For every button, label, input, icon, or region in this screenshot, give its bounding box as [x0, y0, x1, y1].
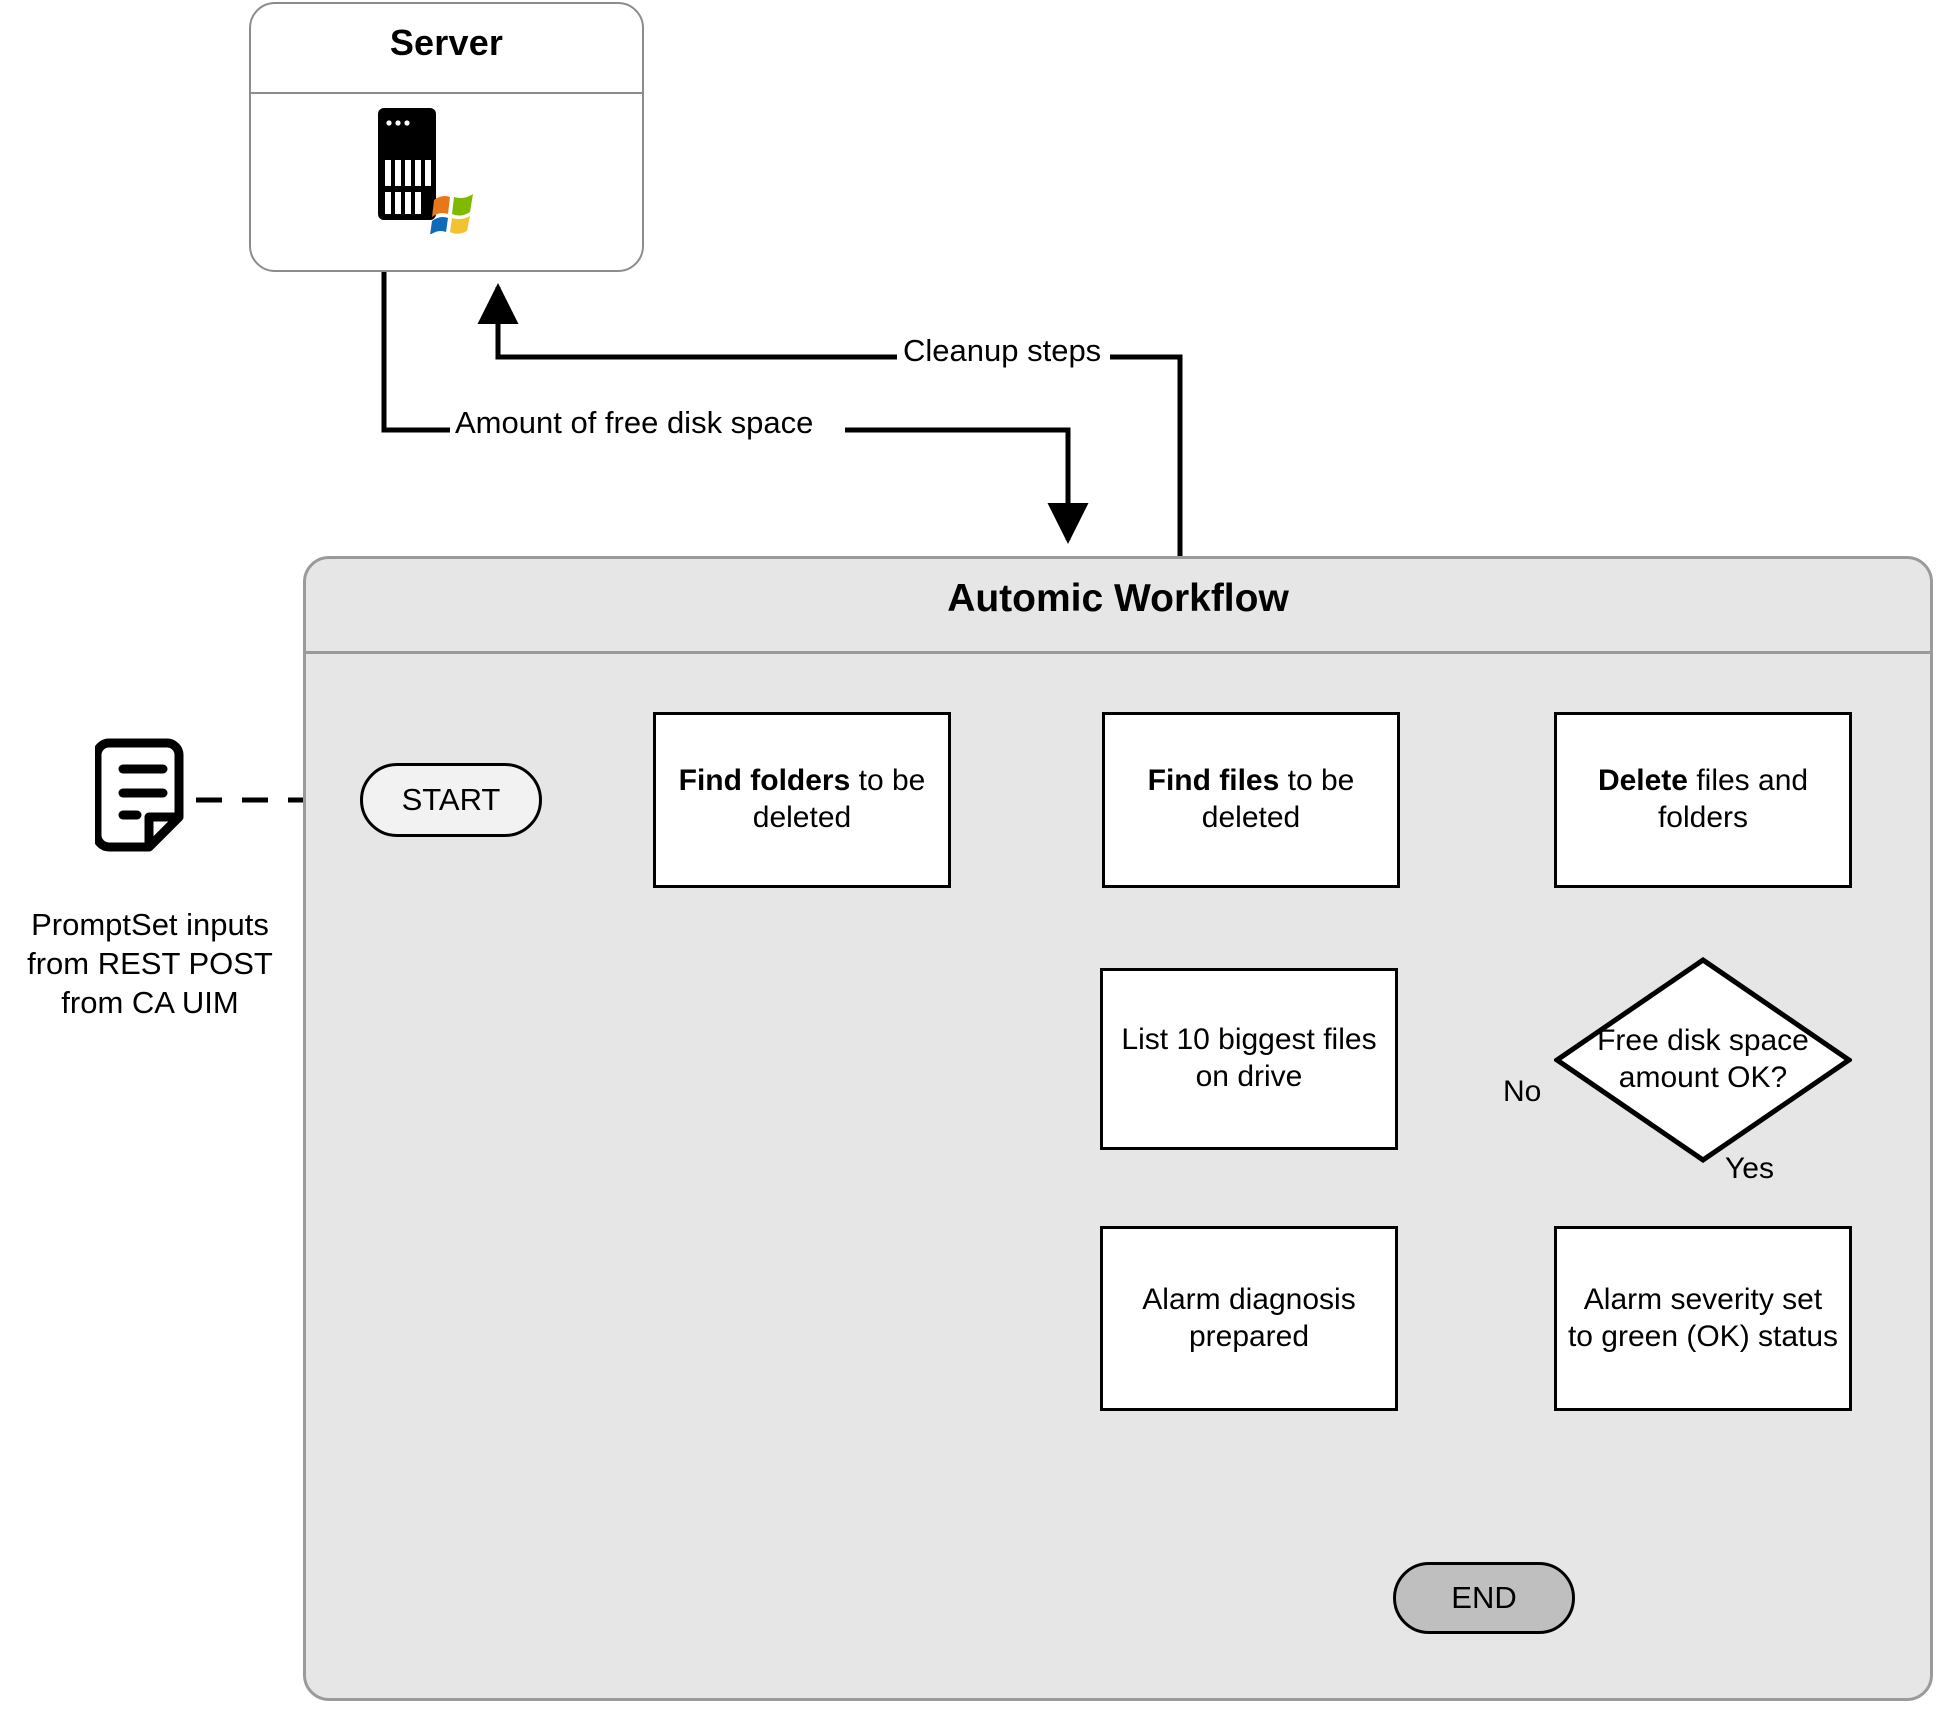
node-severity-line2: to green (OK) status [1567, 1319, 1839, 1353]
node-diagnosis-line2: prepared [1188, 1319, 1310, 1353]
decision-diamond-shape [1554, 957, 1852, 1163]
node-alarm-severity[interactable]: Alarm severity set to green (OK) status [1554, 1226, 1852, 1411]
node-list-line1: List 10 biggest files [1121, 1023, 1377, 1057]
node-start-label: START [401, 782, 501, 817]
node-delete-rest: files and [1687, 764, 1809, 798]
node-find-folders-bold: Find folders [678, 764, 851, 798]
node-find-files[interactable]: Find files to be deleted [1102, 712, 1400, 888]
node-severity-line1: Alarm severity set [1583, 1282, 1823, 1316]
node-find-files-bold: Find files [1147, 764, 1280, 798]
server-icon-group [251, 104, 642, 234]
server-container: Server [249, 2, 644, 272]
edge-label-cleanup-steps: Cleanup steps [903, 333, 1102, 368]
workflow-divider [306, 651, 1930, 654]
node-end[interactable]: END [1393, 1562, 1575, 1634]
node-find-folders[interactable]: Find folders to be deleted [653, 712, 951, 888]
workflow-title: Automic Workflow [947, 577, 1289, 620]
server-title: Server [389, 22, 504, 63]
node-delete-bold: Delete [1597, 764, 1688, 798]
node-delete-line2: folders [1657, 801, 1749, 834]
node-decision-label: Free disk space amount OK? [1554, 957, 1852, 1163]
node-find-files-line2: deleted [1201, 801, 1301, 834]
node-end-label: END [1451, 1580, 1517, 1615]
node-start[interactable]: START [360, 763, 542, 837]
edge-label-yes: Yes [1725, 1152, 1774, 1185]
node-find-folders-line2: deleted [752, 801, 852, 834]
node-decision-free-disk-space[interactable]: Free disk space amount OK? [1554, 957, 1852, 1163]
node-delete-files-folders[interactable]: Delete files and folders [1554, 712, 1852, 888]
node-list-line2: on drive [1195, 1060, 1303, 1093]
edge-label-free-disk-space: Amount of free disk space [455, 405, 814, 440]
node-diagnosis-line1: Alarm diagnosis [1142, 1282, 1356, 1316]
promptset-document-icon [92, 735, 205, 865]
edge-label-no: No [1503, 1075, 1542, 1108]
promptset-caption: PromptSet inputs from REST POST from CA … [27, 907, 273, 1021]
node-find-folders-rest: to be [850, 764, 926, 798]
node-list-biggest-files[interactable]: List 10 biggest files on drive [1100, 968, 1398, 1150]
node-alarm-diagnosis[interactable]: Alarm diagnosis prepared [1100, 1226, 1398, 1411]
server-rack-icon [377, 108, 473, 234]
node-find-files-rest: to be [1279, 764, 1355, 798]
server-divider [251, 92, 642, 94]
node-decision-line2: amount OK? [1618, 1061, 1788, 1094]
windows-logo-icon [429, 194, 473, 234]
node-decision-line1: Free disk space [1597, 1024, 1809, 1058]
